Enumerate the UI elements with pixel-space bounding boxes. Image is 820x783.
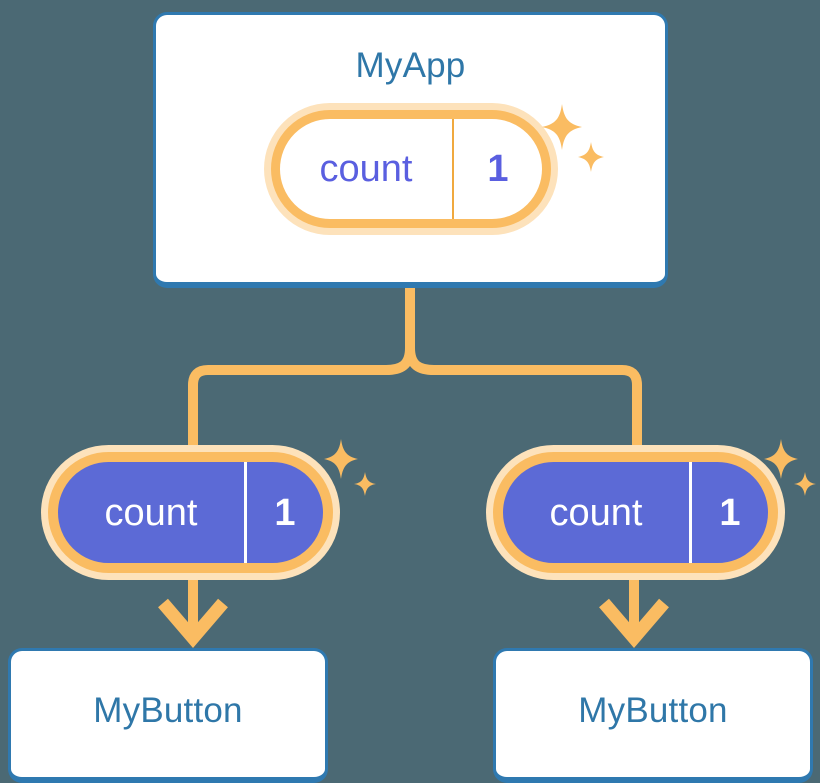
left-state-key: count [58, 462, 247, 563]
component-card-mybutton-left[interactable]: MyButton [8, 648, 328, 783]
right-state-value: 1 [719, 491, 741, 534]
left-state-pill-body[interactable]: count 1 [48, 452, 333, 573]
right-arrowhead-icon [599, 598, 669, 648]
component-title-mybutton-left: MyButton [93, 691, 243, 730]
left-state-pill[interactable]: count 1 [48, 452, 333, 573]
right-state-pill[interactable]: count 1 [493, 452, 778, 573]
left-arrowhead-icon [158, 598, 228, 648]
right-state-pill-body[interactable]: count 1 [493, 452, 778, 573]
component-card-mybutton-right[interactable]: MyButton [493, 648, 813, 783]
left-state-value: 1 [274, 491, 296, 534]
root-state-value: 1 [487, 148, 509, 190]
component-title-myapp: MyApp [355, 46, 466, 85]
root-state-key: count [280, 119, 454, 219]
root-state-pill[interactable]: count 1 [271, 110, 551, 228]
right-state-key: count [503, 462, 692, 563]
component-title-mybutton-right: MyButton [578, 691, 728, 730]
root-state-pill-body[interactable]: count 1 [271, 110, 551, 228]
sparkle-small-icon [354, 472, 376, 496]
branch-to-right-pill-line [405, 347, 642, 456]
branch-to-left-pill-line [188, 347, 415, 456]
sparkle-small-icon [794, 472, 816, 496]
